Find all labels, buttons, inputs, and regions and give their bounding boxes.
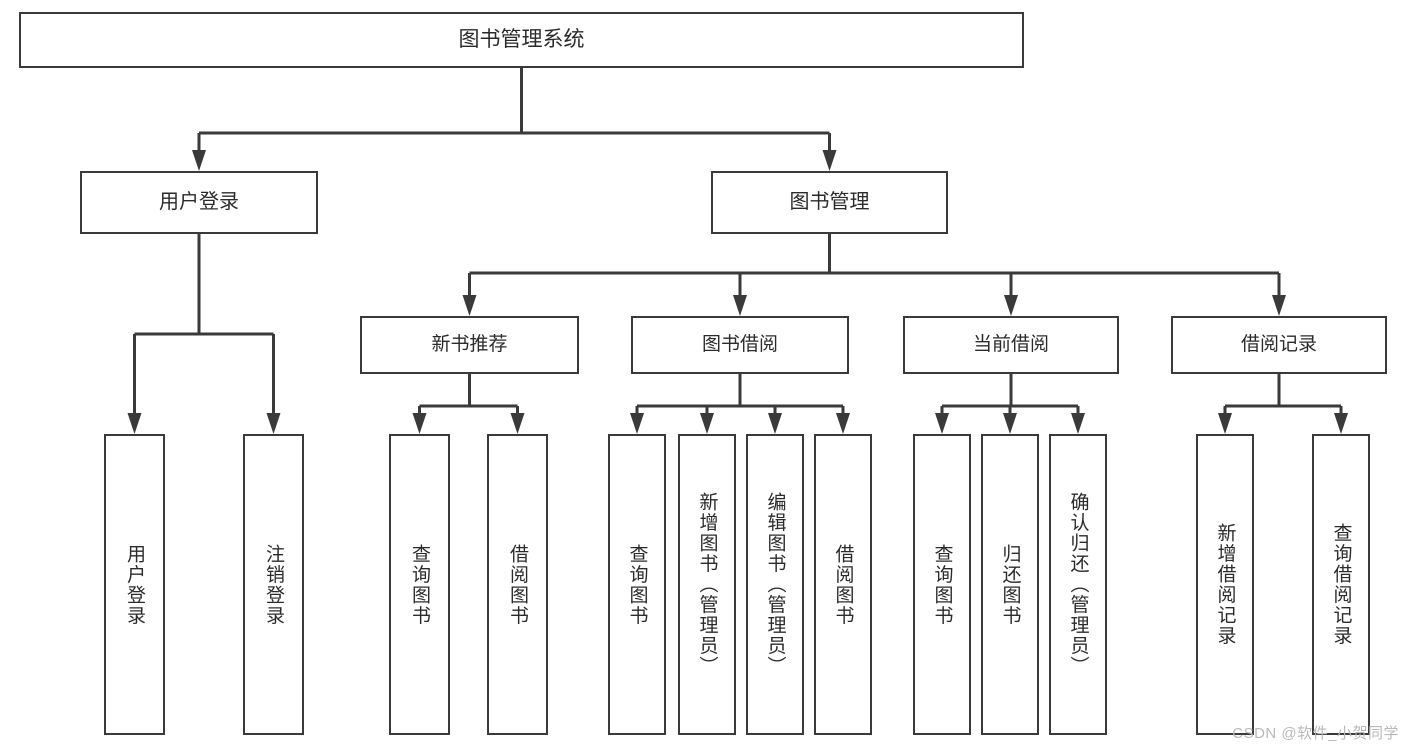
node-label: 用户登录 — [124, 543, 145, 626]
leaf-logout[interactable]: 注销登录 — [243, 434, 304, 735]
leaf-recommend-query-book[interactable]: 查询图书 — [389, 434, 450, 735]
node-label: 借阅记录 — [1240, 333, 1317, 355]
leaf-current-return-book[interactable]: 归还图书 — [981, 434, 1039, 735]
leaf-borrow-query-book[interactable]: 查询图书 — [608, 434, 666, 735]
leaf-recommend-borrow-book[interactable]: 借阅图书 — [487, 434, 548, 735]
node-borrow-record[interactable]: 借阅记录 — [1171, 316, 1387, 374]
node-label: 借阅图书 — [832, 543, 854, 626]
leaf-current-query-book[interactable]: 查询图书 — [913, 434, 971, 735]
leaf-borrow-book[interactable]: 借阅图书 — [814, 434, 872, 735]
leaf-current-confirm-return-admin[interactable]: 确认归还（管理员） — [1049, 434, 1107, 735]
node-label: 新书推荐 — [431, 333, 508, 355]
leaf-borrow-edit-book-admin[interactable]: 编辑图书（管理员） — [746, 434, 804, 735]
node-label: 图书借阅 — [701, 333, 778, 355]
node-label: 新增图书（管理员） — [696, 492, 718, 677]
node-label: 当前借阅 — [972, 333, 1049, 355]
node-label: 编辑图书（管理员） — [764, 492, 786, 677]
node-new-book-recommendation[interactable]: 新书推荐 — [360, 316, 579, 374]
node-label: 用户登录 — [159, 190, 239, 213]
node-label: 查询借阅记录 — [1330, 523, 1352, 646]
node-label: 查询图书 — [626, 543, 648, 626]
csdn-watermark: CSDN @软件_小贺同学 — [1232, 725, 1399, 742]
leaf-borrow-add-book-admin[interactable]: 新增图书（管理员） — [678, 434, 736, 735]
leaf-record-add-borrow-record[interactable]: 新增借阅记录 — [1196, 434, 1254, 735]
node-label: 新增借阅记录 — [1214, 523, 1236, 646]
node-user-login[interactable]: 用户登录 — [80, 171, 318, 234]
node-label: 确认归还（管理员） — [1067, 492, 1089, 677]
leaf-user-login[interactable]: 用户登录 — [104, 434, 165, 735]
node-current-borrow[interactable]: 当前借阅 — [903, 316, 1119, 374]
node-label: 查询图书 — [409, 543, 430, 626]
node-label: 借阅图书 — [507, 543, 528, 626]
node-label: 图书管理 — [789, 190, 870, 213]
node-label: 注销登录 — [263, 543, 284, 626]
node-label: 归还图书 — [999, 543, 1021, 626]
node-label: 图书管理系统 — [458, 27, 585, 51]
node-book-management[interactable]: 图书管理 — [711, 171, 948, 234]
leaf-record-query-borrow-record[interactable]: 查询借阅记录 — [1312, 434, 1370, 735]
node-label: 查询图书 — [931, 543, 953, 626]
node-root-system[interactable]: 图书管理系统 — [19, 12, 1024, 68]
node-book-borrow[interactable]: 图书借阅 — [631, 316, 849, 374]
